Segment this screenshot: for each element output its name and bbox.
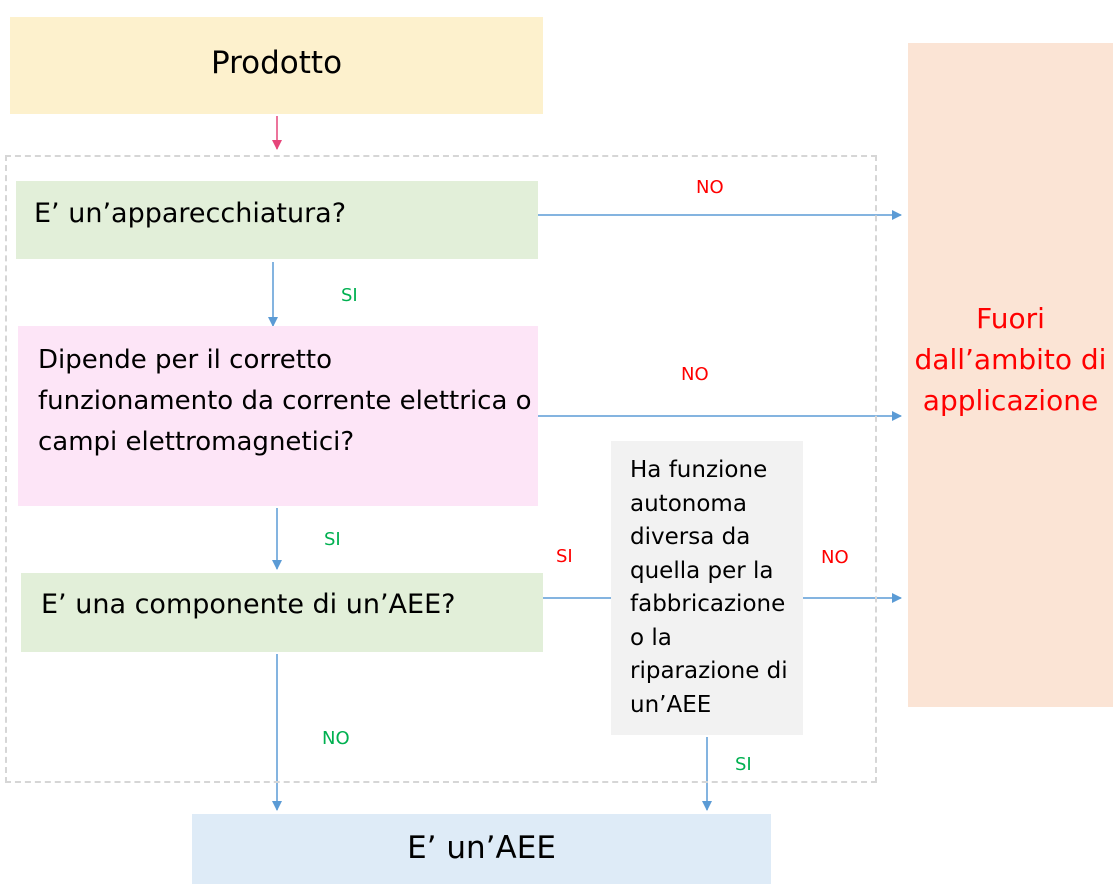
- outcome-is-aee: E’ un’AEE: [192, 814, 771, 884]
- question-node-dipende: Dipende per il corretto funzionamento da…: [18, 326, 538, 506]
- outcome-is-aee-label: E’ un’AEE: [407, 830, 556, 866]
- question-1-text: E’ un’apparecchiatura?: [34, 198, 347, 229]
- edge-label-q1-no: NO: [696, 177, 724, 198]
- question-node-funzione-autonoma: Ha funzione autonoma diversa da quella p…: [611, 441, 803, 735]
- start-node-label: Prodotto: [210, 45, 343, 81]
- question-node-componente: E’ una componente di un’AEE?: [21, 573, 543, 652]
- outcome-out-of-scope-label: Fuori dall’ambito di applicazione: [914, 302, 1107, 417]
- edge-label-q1-si: SI: [341, 285, 358, 306]
- outcome-out-of-scope: Fuori dall’ambito di applicazione: [908, 43, 1113, 707]
- question-2-text: Dipende per il corretto funzionamento da…: [38, 345, 532, 457]
- question-4-text: Ha funzione autonoma diversa da quella p…: [630, 457, 788, 718]
- question-node-apparecchiatura: E’ un’apparecchiatura?: [16, 181, 538, 259]
- edge-label-q4-si: SI: [735, 754, 752, 775]
- edge-label-q2-si: SI: [324, 529, 341, 550]
- edge-label-q3-si: SI: [556, 546, 573, 567]
- edge-label-q2-no: NO: [681, 364, 709, 385]
- edge-label-q4-no: NO: [821, 547, 849, 568]
- edge-label-q3-no: NO: [322, 728, 350, 749]
- start-node-prodotto: Prodotto: [10, 17, 543, 114]
- decision-group-frame: [5, 155, 877, 783]
- question-3-text: E’ una componente di un’AEE?: [41, 589, 456, 620]
